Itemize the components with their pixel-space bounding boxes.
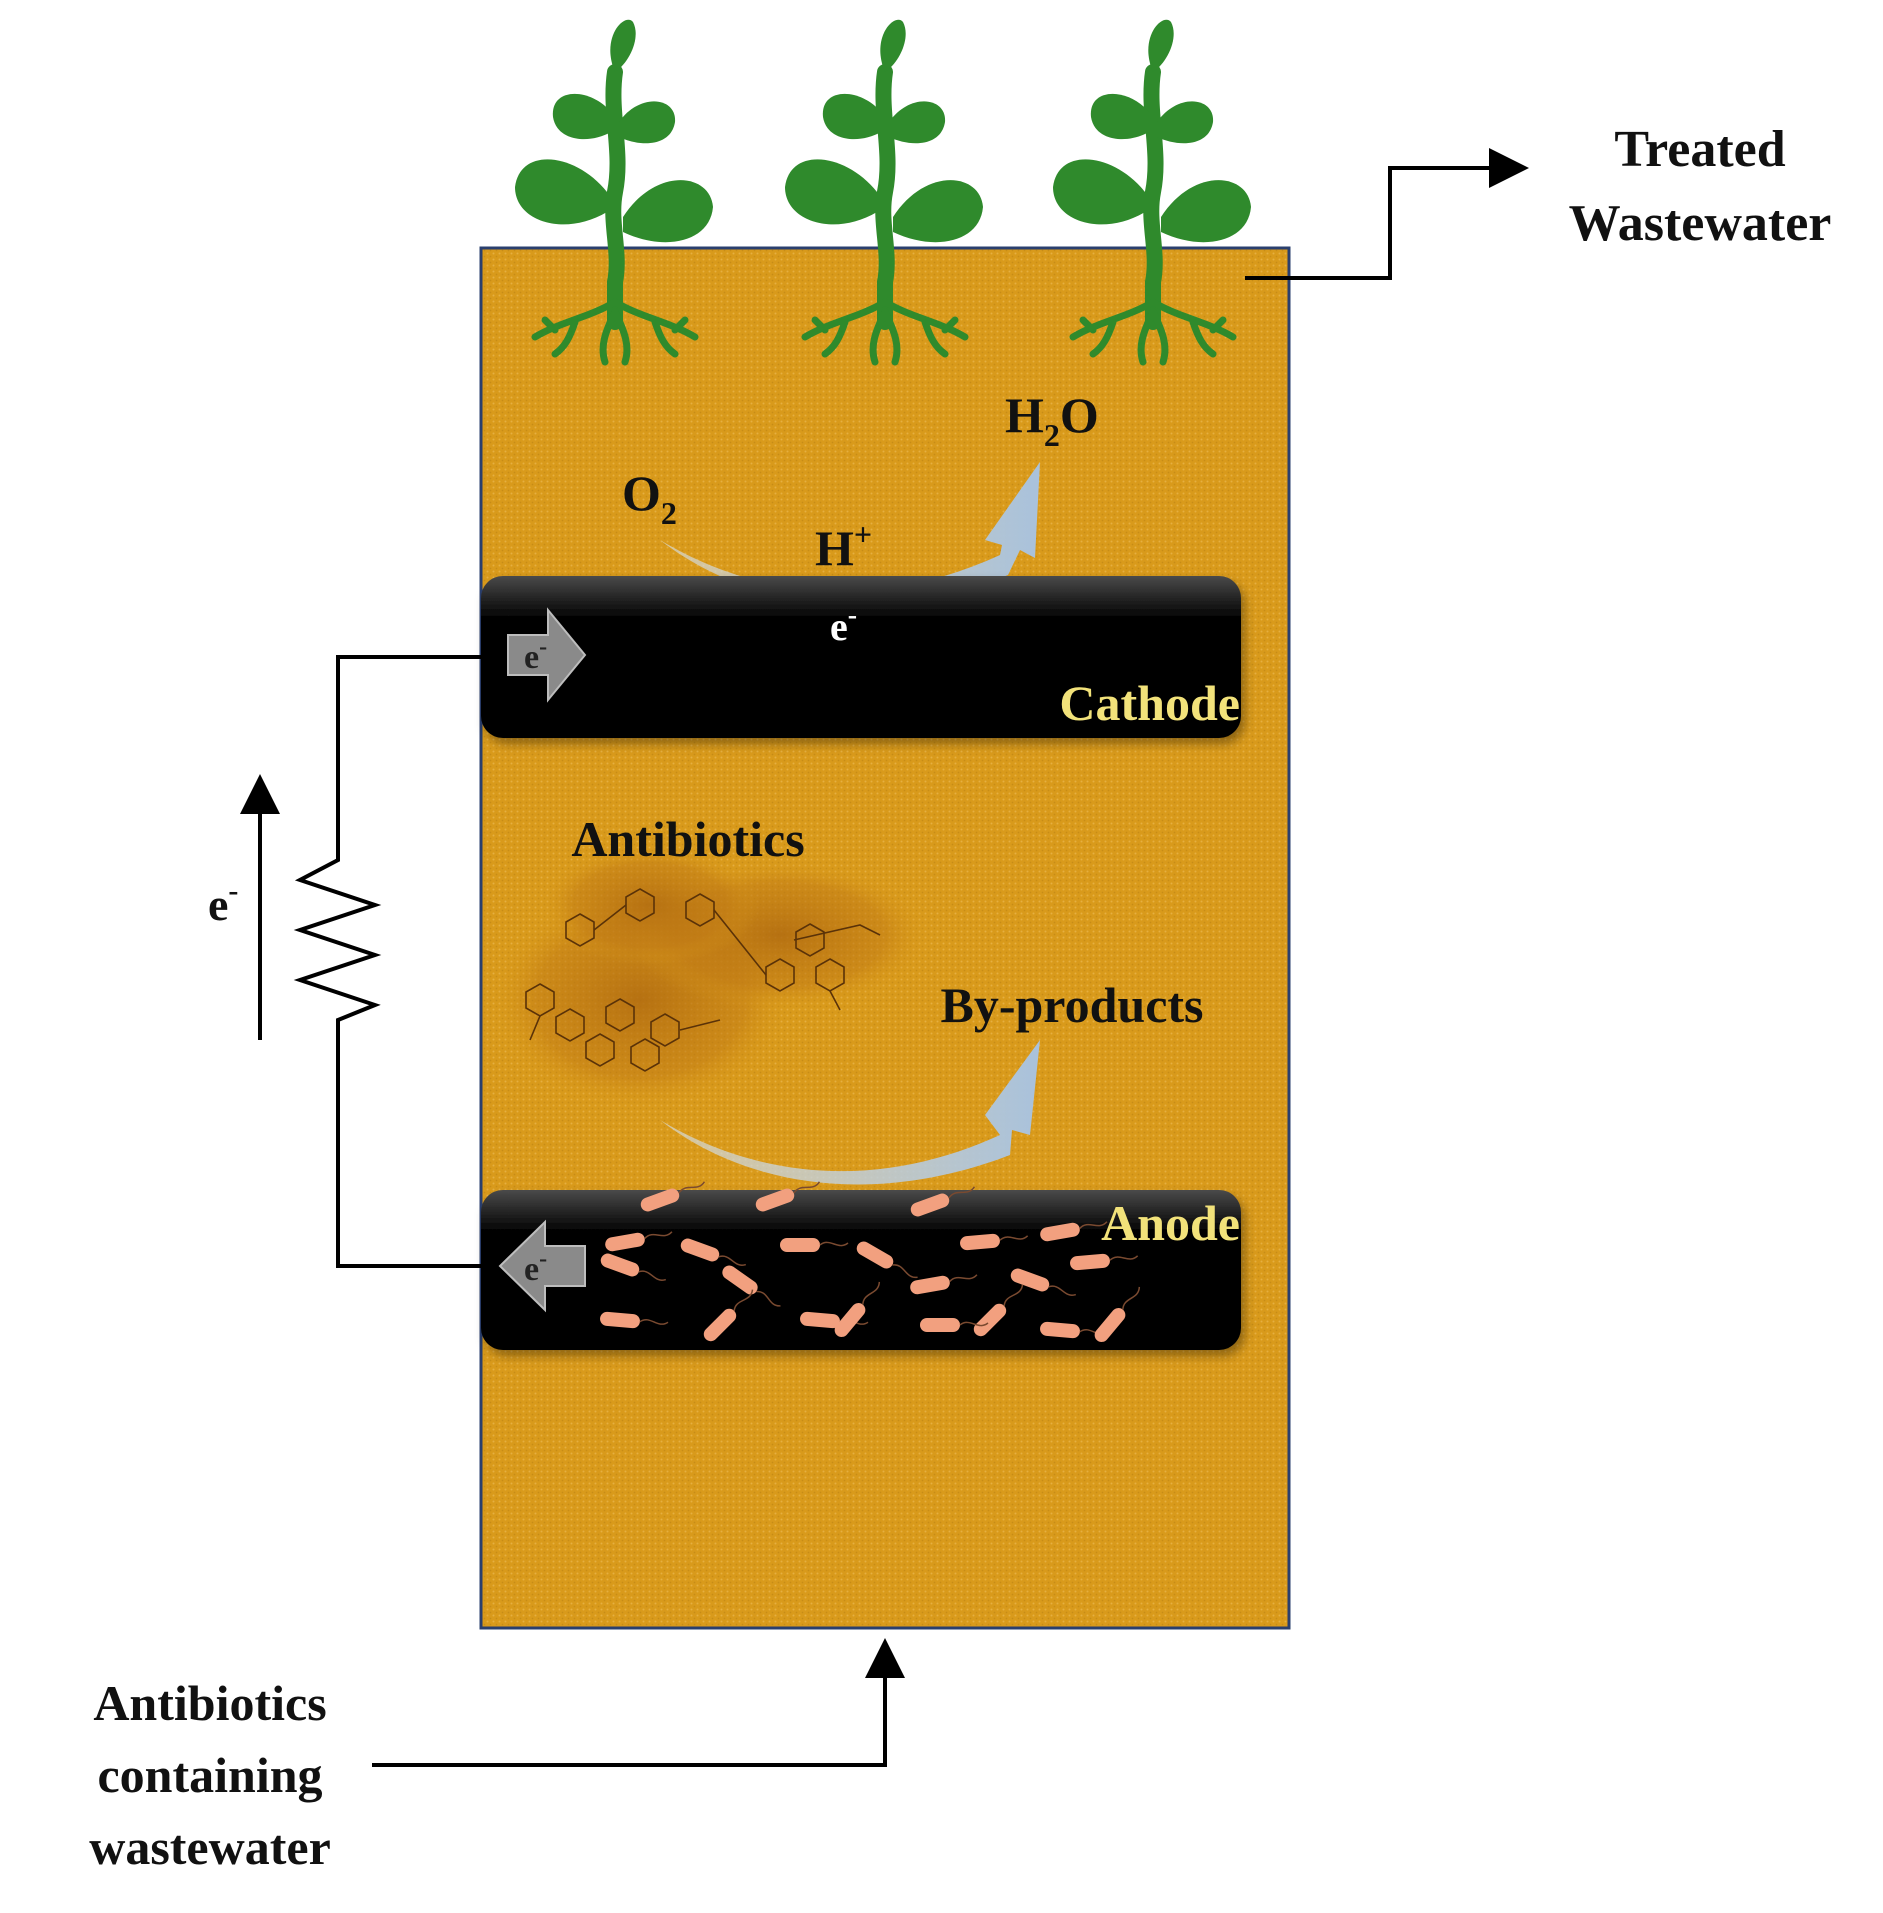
treated-label-line2: Wastewater — [1569, 195, 1832, 252]
o2-label: O2 — [622, 465, 677, 531]
svg-text:e-: e- — [524, 634, 547, 676]
cathode-label: Cathode — [1059, 675, 1240, 731]
external-circuit-wire — [293, 655, 510, 1268]
electron-arrow-icon: e- — [507, 607, 587, 703]
electron-arrow-icon: e- — [498, 1219, 586, 1313]
inlet-label-line3: wastewater — [89, 1819, 331, 1875]
inlet-label-line1: Antibiotics — [93, 1675, 326, 1731]
circuit-electron-label: e- — [208, 874, 238, 930]
antibiotics-label: Antibiotics — [571, 811, 804, 867]
cathode-electrode — [481, 576, 1241, 738]
antibiotic-molecule-icon — [490, 845, 930, 1110]
inlet-label-line2: containing — [97, 1747, 322, 1803]
byproducts-label: By-products — [940, 977, 1203, 1033]
inlet-line — [372, 1638, 905, 1767]
anode-label: Anode — [1101, 1195, 1240, 1251]
outlet-line — [1245, 148, 1529, 280]
svg-text:e-: e- — [524, 1246, 547, 1288]
h2o-label: H2O — [1005, 387, 1099, 453]
treated-label-line1: Treated — [1614, 121, 1785, 178]
h-plus-label: H+ — [815, 516, 872, 576]
cathode-electron-label: e- — [830, 600, 857, 649]
